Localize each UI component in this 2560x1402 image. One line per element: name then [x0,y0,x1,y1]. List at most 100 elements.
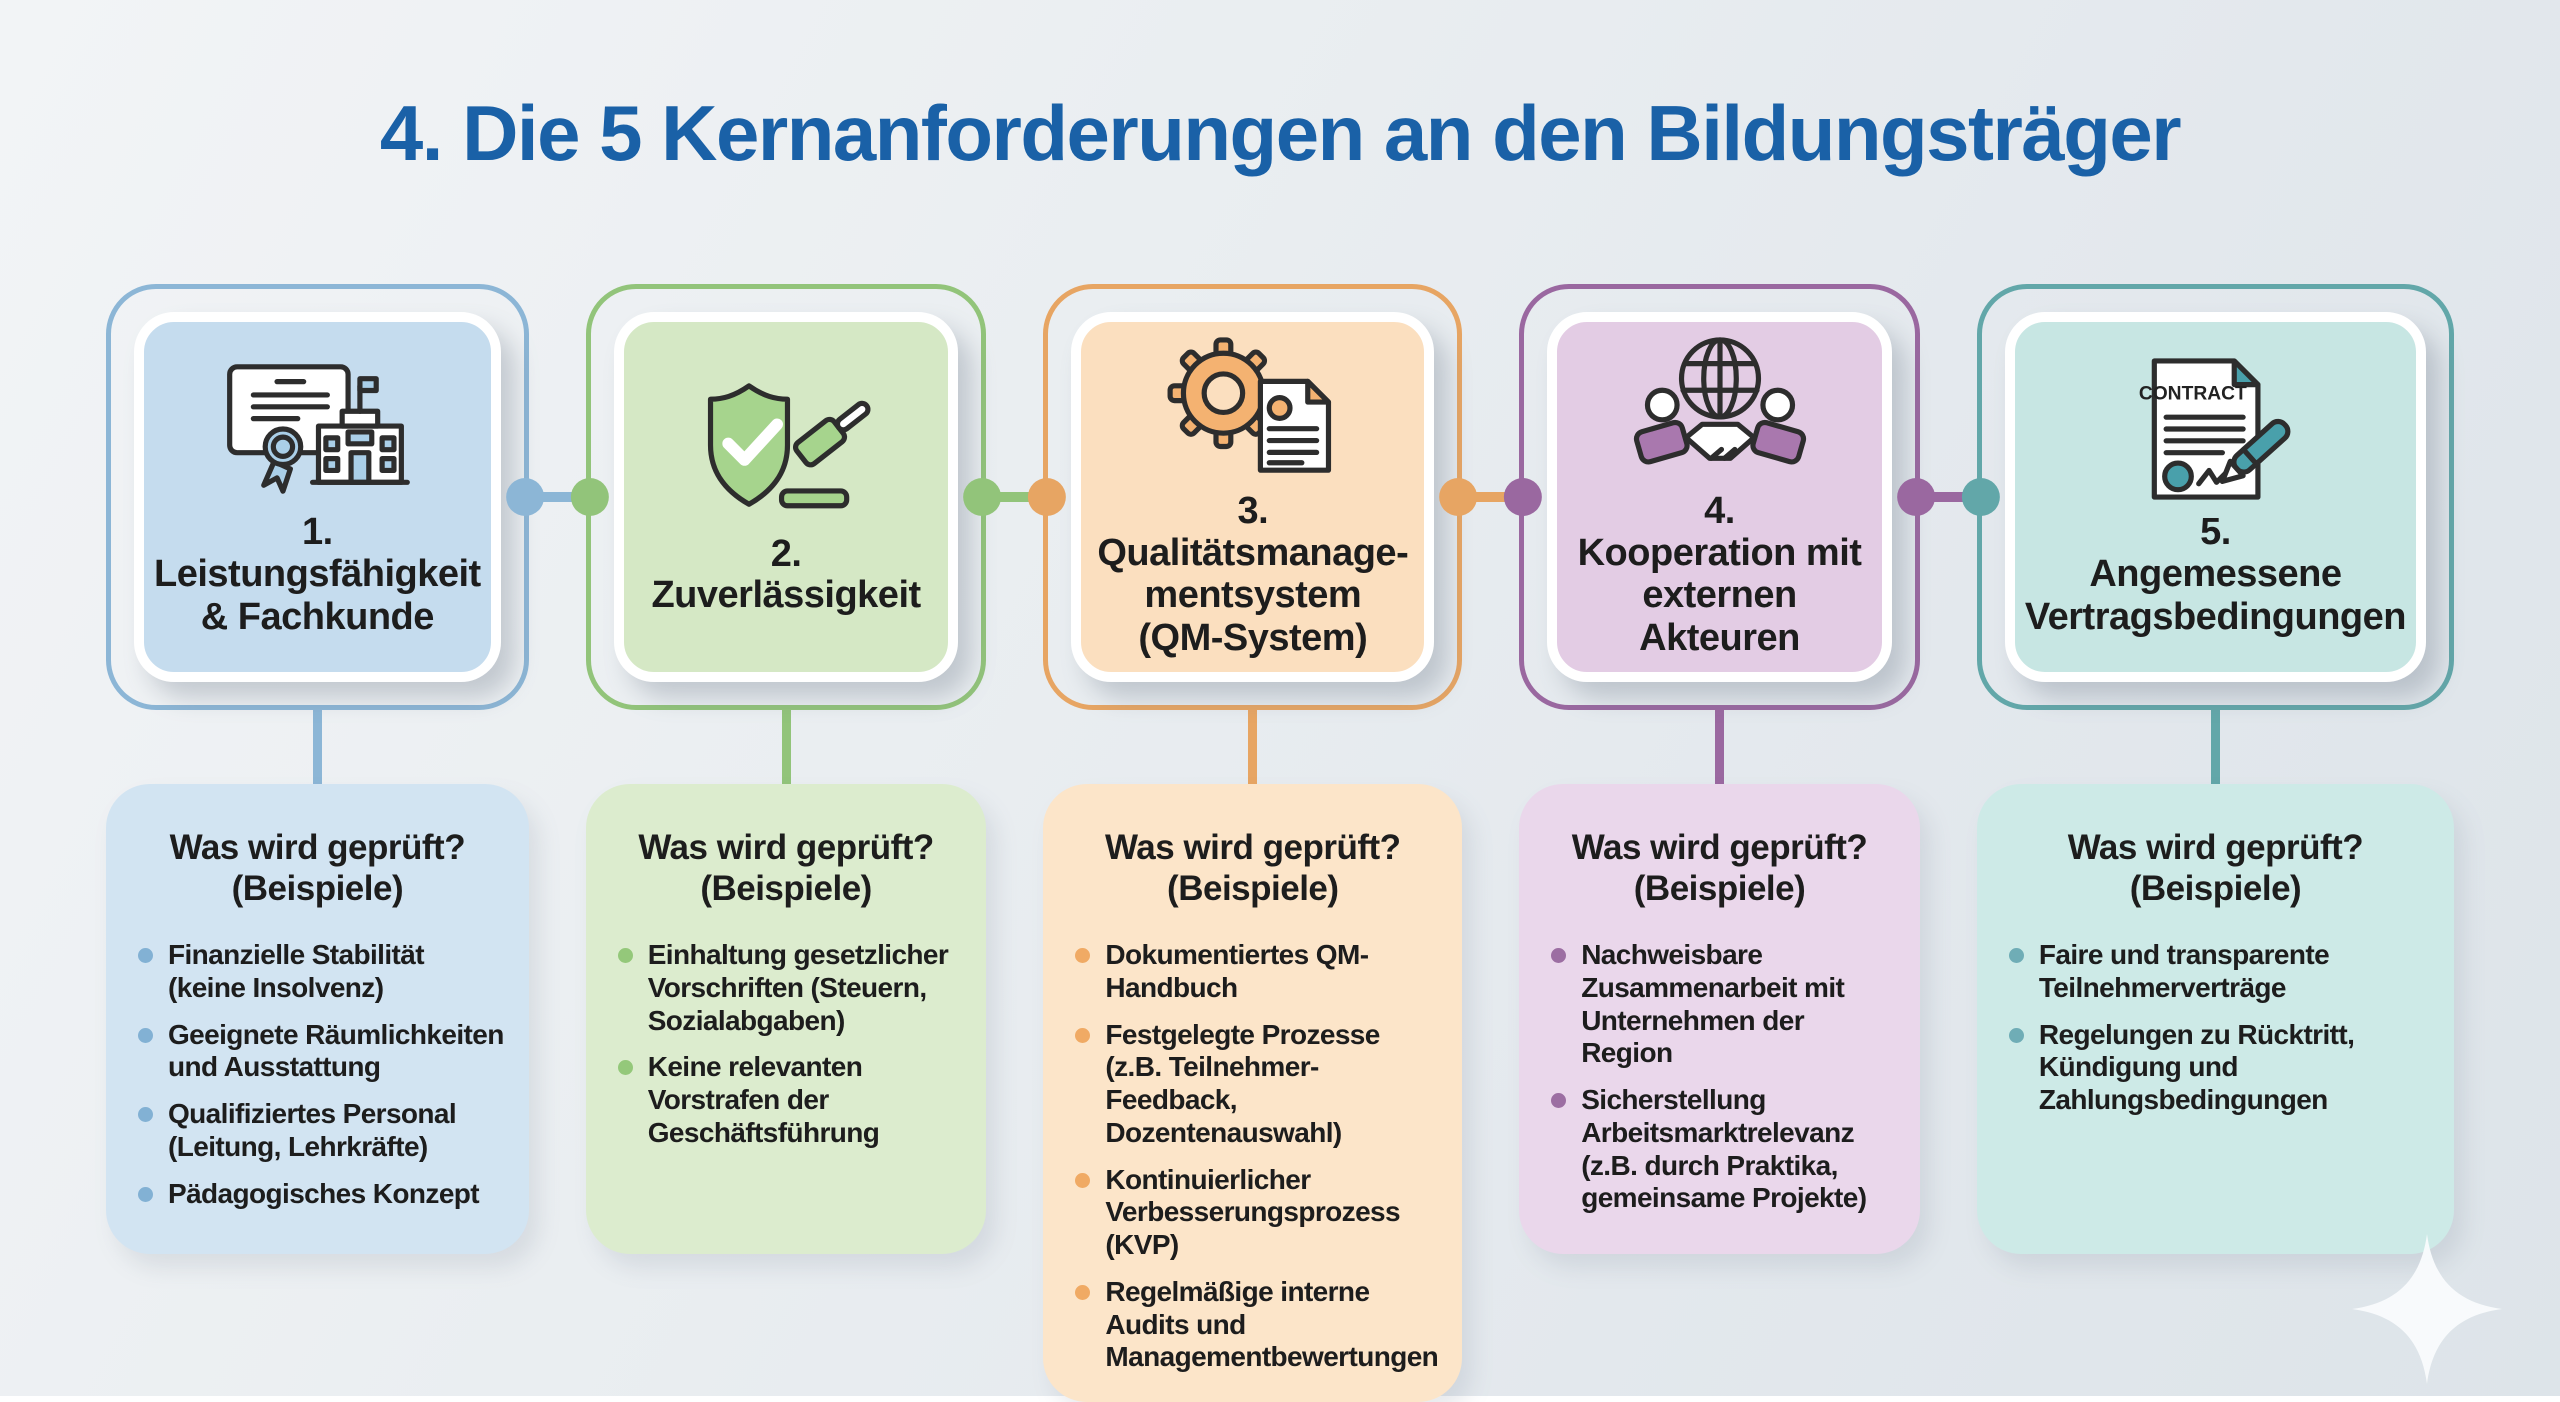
contract-label: CONTRACT [2139,384,2247,405]
card-title: Angemessene Vertragsbedingungen [2024,553,2407,638]
card-title: Qualitätsmanage- mentsystem (QM-System) [1097,531,1409,660]
check-panel-5: Was wird geprüft? (Beispiele) Faire und … [1976,784,2454,1254]
bullet-item: Qualifiziertes Personal (Leitung, Lehrkr… [138,1098,505,1164]
contract-pen-icon: CONTRACT [2139,358,2291,500]
card-body: 4. Kooperation mit externen Akteuren [1547,312,1892,682]
bullet-item: Einhaltung gesetzlicher Vorschriften (St… [617,939,963,1037]
bullet-item: Dokumentiertes QM-Handbuch [1075,939,1438,1005]
bullet-item: Finanzielle Stabilität (keine Insolvenz) [138,939,505,1005]
card-body: 3. Qualitätsmanage- mentsystem (QM-Syste… [1071,312,1435,682]
bullet-item: Nachweisbare Zusammenarbeit mit Unterneh… [1551,939,1896,1070]
connector-line [981,492,1044,502]
panel-heading: Was wird geprüft? (Beispiele) [1105,828,1401,908]
requirements-row: 1. Leistungsfähigkeit & Fachkunde Was wi… [0,284,2560,1402]
bullet-text: Kontinuierlicher Verbesserungsprozess (K… [1105,1163,1400,1261]
connector-dot [1504,478,1543,516]
bullet-dot [1551,948,1567,964]
bullet-text: Sicherstellung Arbeitsmarktrelevanz (z.B… [1581,1084,1867,1214]
connector-dot [505,478,544,516]
vertical-connector [1715,710,1725,784]
bullet-text: Qualifiziertes Personal (Leitung, Lehrkr… [168,1098,457,1162]
connector-dot [1897,478,1936,516]
bullet-dot [138,948,153,964]
bullet-text: Regelungen zu Rücktritt, Kündigung und Z… [2038,1018,2355,1116]
connector-dot [1961,478,2000,516]
card-title: Leistungsfähigkeit & Fachkunde [154,553,481,638]
bullet-list: Dokumentiertes QM-Handbuch Festgelegte P… [1067,939,1439,1374]
bullet-list: Finanzielle Stabilität (keine Insolvenz)… [130,939,505,1210]
bullet-item: Sicherstellung Arbeitsmarktrelevanz (z.B… [1551,1084,1896,1215]
bullet-text: Regelmäßige interne Audits und Managemen… [1105,1275,1439,1373]
connector-dot [1028,478,1067,516]
requirement-column-5: CONTRACT [1961,284,2454,1254]
card-number: 3. [1237,489,1269,532]
bullet-dot [617,1060,633,1076]
card-number: 2. [770,532,802,575]
bullet-item: Regelmäßige interne Audits und Managemen… [1075,1275,1439,1374]
bullet-text: Dokumentiertes QM-Handbuch [1105,939,1369,1003]
vertical-connector [312,710,322,784]
page-title: 4. Die 5 Kernanforderungen an den Bildun… [379,89,2182,177]
bullet-text: Finanzielle Stabilität (keine Insolvenz) [168,939,425,1003]
requirement-card-2: 2. Zuverlässigkeit [570,284,1044,710]
bullet-item: Regelungen zu Rücktritt, Kündigung und Z… [2008,1018,2430,1117]
check-panel-3: Was wird geprüft? (Beispiele) Dokumentie… [1043,784,1463,1402]
bullet-list: Nachweisbare Zusammenarbeit mit Unterneh… [1543,939,1896,1215]
connector-dot [570,478,609,516]
connector-line [1914,492,1977,502]
card-title: Kooperation mit externen Akteuren [1577,531,1862,660]
requirement-column-1: 1. Leistungsfähigkeit & Fachkunde Was wi… [106,284,586,1254]
bullet-dot [1075,1284,1091,1300]
requirement-card-1: 1. Leistungsfähigkeit & Fachkunde [106,284,586,710]
bullet-item: Kontinuierlicher Verbesserungsprozess (K… [1075,1164,1438,1262]
connector-dot [1439,478,1478,516]
requirement-column-2: 2. Zuverlässigkeit Was wird geprüft? (Be… [570,284,1044,1254]
bullet-list: Faire und transparente Teilnehmerverträg… [2001,939,2430,1117]
bullet-dot [138,1027,153,1043]
sparkle-icon [2352,1234,2502,1384]
connector-line [523,492,586,502]
bullet-list: Einhaltung gesetzlicher Vorschriften (St… [610,939,963,1150]
panel-heading: Was wird geprüft? (Beispiele) [169,828,466,908]
card-number: 1. [302,511,333,554]
panel-heading: Was wird geprüft? (Beispiele) [638,828,934,908]
check-panel-1: Was wird geprüft? (Beispiele) Finanziell… [106,784,529,1254]
shield-check-gavel-icon [707,382,871,508]
bullet-item: Festgelegte Prozesse (z.B. Teilnehmer-Fe… [1075,1019,1438,1150]
bullet-dot [1075,1027,1091,1043]
certificate-building-icon [227,364,411,494]
bullet-text: Nachweisbare Zusammenarbeit mit Unterneh… [1581,939,1845,1069]
bullet-item: Pädagogisches Konzept [138,1178,505,1211]
bullet-dot [2008,1027,2024,1043]
bullet-text: Einhaltung gesetzlicher Vorschriften (St… [647,939,949,1036]
bullet-text: Geeignete Räumlichkeiten und Ausstattung [168,1018,504,1083]
panel-heading: Was wird geprüft? (Beispiele) [2067,828,2364,908]
bullet-dot [2008,948,2024,964]
requirement-column-3: 3. Qualitätsmanage- mentsystem (QM-Syste… [1028,284,1520,1402]
bullet-dot [1075,1172,1091,1188]
vertical-connector [1248,710,1258,784]
bullet-item: Faire und transparente Teilnehmerverträg… [2008,939,2430,1005]
card-body: CONTRACT [2004,312,2426,682]
requirement-card-3: 3. Qualitätsmanage- mentsystem (QM-Syste… [1028,284,1520,710]
card-body: 2. Zuverlässigkeit [613,312,959,682]
requirement-card-4: 4. Kooperation mit externen Akteuren [1504,284,1977,710]
vertical-connector [2210,710,2220,784]
bullet-dot [138,1107,153,1123]
requirement-card-5: CONTRACT [1961,284,2454,710]
card-title: Zuverlässigkeit [651,574,921,617]
panel-heading: Was wird geprüft? (Beispiele) [1571,828,1868,908]
check-panel-2: Was wird geprüft? (Beispiele) Einhaltung… [585,784,987,1254]
bullet-text: Keine relevanten Vorstrafen der Geschäft… [647,1051,880,1148]
requirement-column-4: 4. Kooperation mit externen Akteuren Was… [1504,284,1977,1254]
globe-handshake-icon [1633,336,1806,465]
connector-dot [963,478,1002,516]
bullet-dot [617,948,633,964]
bullet-text: Festgelegte Prozesse (z.B. Teilnehmer-Fe… [1105,1018,1380,1148]
bullet-item: Keine relevanten Vorstrafen der Geschäft… [617,1051,963,1149]
bullet-item: Geeignete Räumlichkeiten und Ausstattung [138,1019,505,1085]
card-body: 1. Leistungsfähigkeit & Fachkunde [134,312,501,682]
vertical-connector [781,710,791,784]
connector-line [1457,492,1520,502]
